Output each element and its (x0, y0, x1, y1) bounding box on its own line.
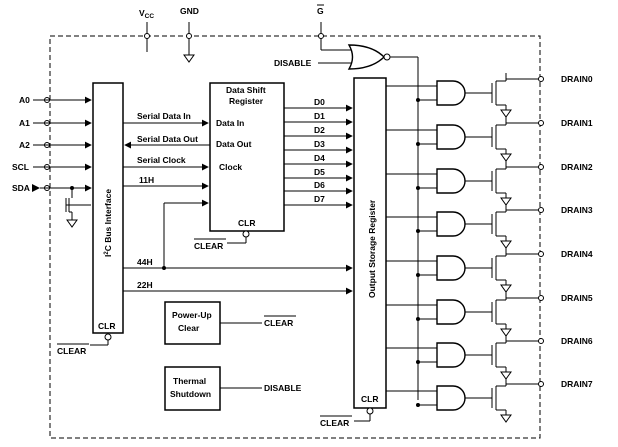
drain7-label: DRAIN7 (561, 379, 593, 389)
data-line-d6-label: D6 (314, 180, 325, 190)
drain5-label: DRAIN5 (561, 293, 593, 303)
drain3-label: DRAIN3 (561, 205, 593, 215)
power-up-clear-out: CLEAR (264, 318, 293, 328)
11h-label: 11H (139, 175, 154, 185)
chip-boundary (49, 35, 541, 439)
shift-clr-label: CLR (238, 218, 255, 228)
drain2-label: DRAIN2 (561, 162, 593, 172)
data-line-d1-label: D1 (314, 111, 325, 121)
i2c-clr-label: CLR (98, 321, 115, 331)
pin-a2-label: A2 (19, 140, 30, 150)
data-lines: D0 D1 D2 D3 D4 D5 D6 D7 (284, 97, 353, 209)
shift-data-out-label: Data Out (216, 139, 252, 149)
output-stage-6: DRAIN6 (386, 335, 593, 380)
output-stage-0: DRAIN0 (386, 73, 593, 118)
vcc-pin: VCC (139, 8, 154, 52)
vcc-subscript: CC (145, 13, 155, 20)
i2c-clear-label: CLEAR (57, 346, 86, 356)
data-line-d0-label: D0 (314, 97, 325, 107)
data-shift-register: Data Shift Register Data In Data Out Clo… (194, 82, 285, 251)
output-stage-5: DRAIN5 (386, 292, 593, 337)
thermal-disable-out: DISABLE (264, 383, 302, 393)
svg-text:VCC: VCC (139, 8, 154, 20)
output-stage-4: DRAIN4 (386, 248, 593, 293)
shift-register-title-2: Register (229, 96, 264, 106)
output-stages: DRAIN0 DRAIN1 (386, 73, 593, 423)
g-pin: G (317, 4, 352, 51)
serial-data-out-label: Serial Data Out (137, 134, 198, 144)
output-storage-register: Output Storage Register CLR CLEAR (320, 77, 387, 428)
vcc-label: V (139, 8, 145, 18)
data-line-d7-label: D7 (314, 194, 325, 204)
thermal-line1: Thermal (173, 376, 206, 386)
output-stage-1: DRAIN1 (386, 117, 593, 162)
output-register-clear-label: CLEAR (320, 418, 349, 428)
bus-signals: Serial Data In Serial Data Out Serial Cl… (123, 111, 353, 295)
thermal-shutdown-block: Thermal Shutdown DISABLE (164, 366, 302, 411)
data-line-d3-label: D3 (314, 139, 325, 149)
i2c-title: I2C Bus Interface (103, 189, 113, 257)
data-line-d4-label: D4 (314, 153, 325, 163)
serial-data-in-label: Serial Data In (137, 111, 191, 121)
drain6-label: DRAIN6 (561, 336, 593, 346)
22h-label: 22H (137, 280, 153, 290)
disable-gate-label: DISABLE (274, 58, 312, 68)
data-line-d5-label: D5 (314, 167, 325, 177)
drain1-label: DRAIN1 (561, 118, 593, 128)
i2c-bus-interface: I2C Bus Interface CLR CLEAR (57, 82, 124, 356)
44h-label: 44H (137, 257, 153, 267)
gnd-pin: GND (180, 6, 199, 63)
pin-sda-label: SDA (12, 183, 30, 193)
pin-a0-label: A0 (19, 95, 30, 105)
gnd-label: GND (180, 6, 199, 16)
input-pins: A0 A1 A2 SCL SDA (12, 95, 92, 228)
shift-clock-label: Clock (219, 162, 242, 172)
output-stage-3: DRAIN3 (386, 204, 593, 249)
pin-scl-label: SCL (12, 162, 29, 172)
thermal-line2: Shutdown (170, 389, 211, 399)
pin-a1-label: A1 (19, 118, 30, 128)
power-up-clear-block: Power-Up Clear CLEAR (164, 301, 296, 345)
g-label: G (317, 6, 324, 16)
shift-data-in-label: Data In (216, 118, 244, 128)
output-stage-7: DRAIN7 (386, 378, 593, 423)
drain0-label: DRAIN0 (561, 74, 593, 84)
power-up-line2: Clear (178, 323, 200, 333)
output-register-title: Output Storage Register (367, 199, 377, 298)
data-line-d2-label: D2 (314, 125, 325, 135)
disable-nor-gate: DISABLE (274, 44, 419, 400)
serial-clock-label: Serial Clock (137, 155, 186, 165)
output-register-clr-label: CLR (361, 394, 378, 404)
power-up-line1: Power-Up (172, 310, 212, 320)
shift-clear-label: CLEAR (194, 241, 223, 251)
shift-register-title-1: Data Shift (226, 85, 266, 95)
output-stage-2: DRAIN2 (386, 161, 593, 206)
drain4-label: DRAIN4 (561, 249, 593, 259)
